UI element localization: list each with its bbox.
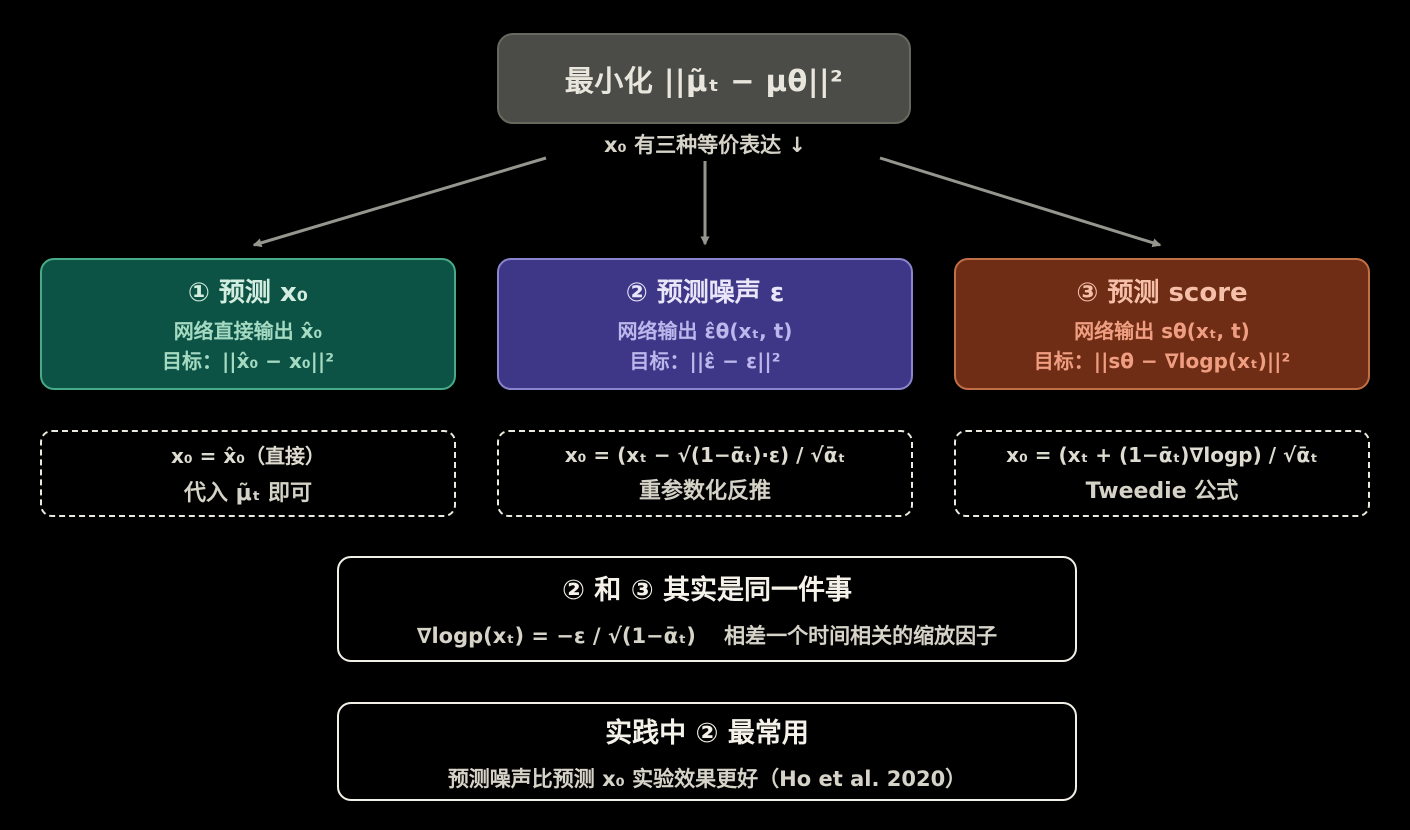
branch-title: ② 预测噪声 ε	[625, 278, 785, 308]
note-title: 实践中 ② 最常用	[605, 717, 809, 749]
branch-node-predict-epsilon: ② 预测噪声 ε 网络输出 ε̂θ(xₜ, t) 目标：||ε̂ − ε||²	[497, 258, 913, 390]
branch-line1: 网络输出 ε̂θ(xₜ, t)	[617, 319, 793, 343]
note-box-equivalence: ② 和 ③ 其实是同一件事 ∇logp(xₜ) = −ε / √(1−ᾱₜ) 相…	[337, 556, 1077, 662]
branch-line2: 目标：||sθ − ∇logp(xₜ)||²	[1033, 349, 1291, 373]
note-title: ② 和 ③ 其实是同一件事	[562, 575, 852, 606]
branch-title: ① 预测 x₀	[187, 278, 309, 308]
branch-line2: 目标：||ε̂ − ε||²	[629, 349, 781, 373]
arrow-to-branch-3-icon	[879, 156, 1162, 248]
branch-node-predict-score: ③ 预测 score 网络输出 sθ(xₜ, t) 目标：||sθ − ∇log…	[954, 258, 1370, 390]
root-node-title: 最小化 ||μ̃ₜ − μθ||²	[564, 63, 844, 98]
derivation-box-score: x₀ = (xₜ + (1−ᾱₜ)∇logp) / √ᾱₜ Tweedie 公式	[954, 430, 1370, 517]
equivalence-subtitle: x₀ 有三种等价表达 ↓	[604, 133, 806, 157]
note-body: 预测噪声比预测 x₀ 实验效果更好（Ho et al. 2020）	[447, 766, 967, 791]
derivation-label: Tweedie 公式	[1085, 478, 1239, 504]
derivation-label: 代入 μ̃ₜ 即可	[183, 481, 313, 506]
derivation-formula: x₀ = (xₜ − √(1−ᾱₜ)·ε) / √ᾱₜ	[564, 442, 846, 467]
branch-line1: 网络直接输出 x̂₀	[173, 319, 323, 343]
root-node-minimize: 最小化 ||μ̃ₜ − μθ||²	[497, 33, 911, 124]
derivation-formula: x₀ = x̂₀（直接）	[170, 444, 325, 468]
branch-line2: 目标：||x̂₀ − x₀||²	[162, 349, 334, 373]
arrow-to-branch-1-icon	[252, 156, 547, 248]
branch-title: ③ 预测 score	[1076, 278, 1248, 308]
derivation-box-x0: x₀ = x̂₀（直接） 代入 μ̃ₜ 即可	[40, 430, 456, 517]
derivation-box-epsilon: x₀ = (xₜ − √(1−ᾱₜ)·ε) / √ᾱₜ 重参数化反推	[497, 430, 913, 517]
derivation-label: 重参数化反推	[638, 478, 771, 504]
note-body: ∇logp(xₜ) = −ε / √(1−ᾱₜ) 相差一个时间相关的缩放因子	[416, 624, 998, 648]
derivation-formula: x₀ = (xₜ + (1−ᾱₜ)∇logp) / √ᾱₜ	[1006, 442, 1318, 467]
branch-node-predict-x0: ① 预测 x₀ 网络直接输出 x̂₀ 目标：||x̂₀ − x₀||²	[40, 258, 456, 390]
note-box-practice: 实践中 ② 最常用 预测噪声比预测 x₀ 实验效果更好（Ho et al. 20…	[337, 702, 1077, 801]
branch-line1: 网络输出 sθ(xₜ, t)	[1074, 319, 1250, 343]
